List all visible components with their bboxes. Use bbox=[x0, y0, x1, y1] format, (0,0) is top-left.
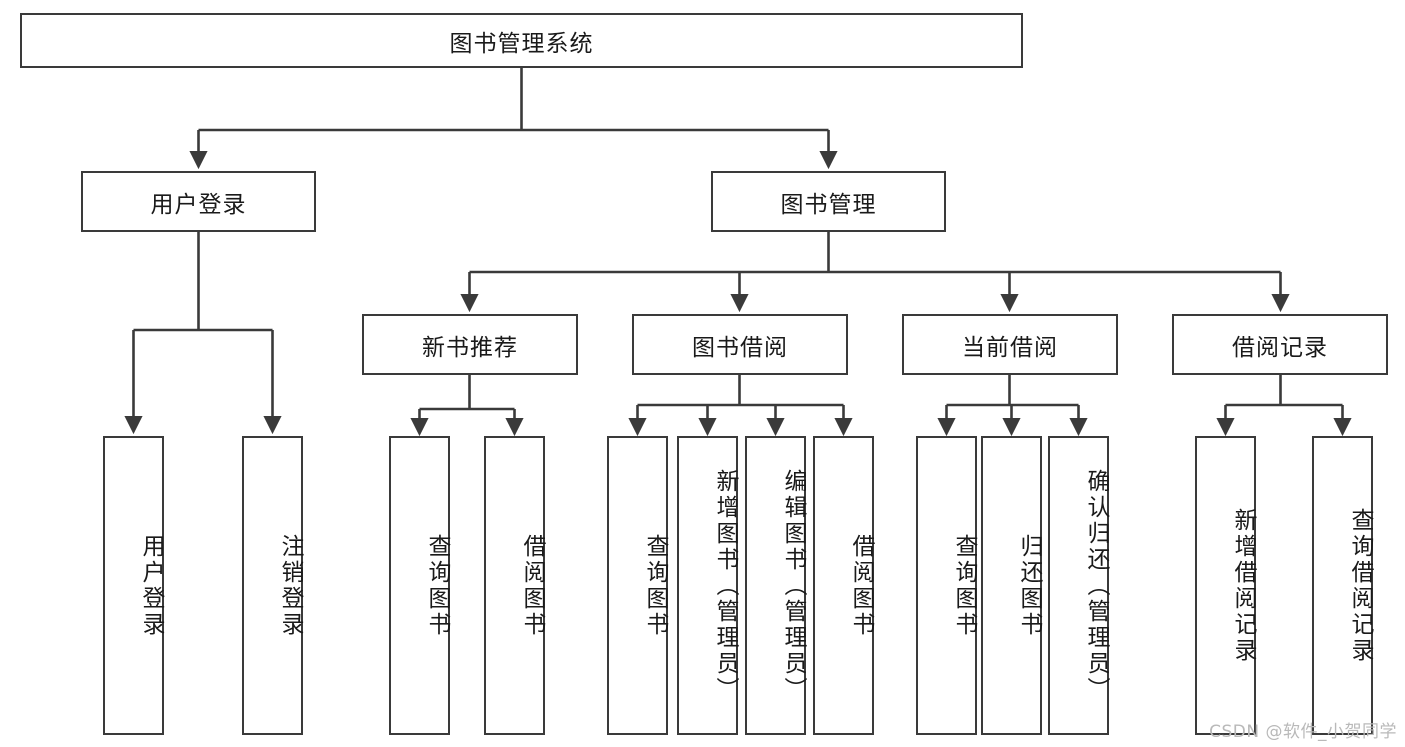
node-book-borrow[interactable]: 图书借阅 bbox=[632, 314, 848, 375]
node-root-label: 图书管理系统 bbox=[449, 30, 594, 57]
node-current-borrow-label: 当前借阅 bbox=[962, 334, 1058, 361]
node-leaf-add-book-label: 新增图书（管理员） bbox=[712, 468, 738, 703]
node-book-manage-label: 图书管理 bbox=[780, 191, 877, 218]
node-leaf-add-record-label: 新增借阅记录 bbox=[1230, 507, 1256, 664]
node-borrow-record-label: 借阅记录 bbox=[1232, 334, 1328, 361]
node-leaf-query-record-label: 查询借阅记录 bbox=[1347, 507, 1373, 664]
node-leaf-borrow-book-2[interactable]: 借阅图书 bbox=[813, 436, 874, 735]
node-leaf-query-record[interactable]: 查询借阅记录 bbox=[1312, 436, 1373, 735]
node-leaf-logout-label: 注销登录 bbox=[277, 533, 303, 638]
node-leaf-query-book-3[interactable]: 查询图书 bbox=[916, 436, 977, 735]
node-leaf-borrow-book-1[interactable]: 借阅图书 bbox=[484, 436, 545, 735]
node-user-login-label: 用户登录 bbox=[150, 191, 247, 218]
node-new-book-recommend-label: 新书推荐 bbox=[422, 334, 518, 361]
node-current-borrow[interactable]: 当前借阅 bbox=[902, 314, 1118, 375]
node-leaf-add-book[interactable]: 新增图书（管理员） bbox=[677, 436, 738, 735]
node-book-borrow-label: 图书借阅 bbox=[692, 334, 788, 361]
node-new-book-recommend[interactable]: 新书推荐 bbox=[362, 314, 578, 375]
node-leaf-query-book-1[interactable]: 查询图书 bbox=[389, 436, 450, 735]
node-leaf-logout[interactable]: 注销登录 bbox=[242, 436, 303, 735]
node-leaf-query-book-2[interactable]: 查询图书 bbox=[607, 436, 668, 735]
node-leaf-user-login[interactable]: 用户登录 bbox=[103, 436, 164, 735]
node-borrow-record[interactable]: 借阅记录 bbox=[1172, 314, 1388, 375]
node-leaf-user-login-label: 用户登录 bbox=[138, 533, 164, 638]
node-root[interactable]: 图书管理系统 bbox=[20, 13, 1023, 68]
node-leaf-return-book-label: 归还图书 bbox=[1016, 533, 1042, 638]
node-leaf-confirm-return-label: 确认归还（管理员） bbox=[1083, 468, 1109, 703]
node-leaf-edit-book[interactable]: 编辑图书（管理员） bbox=[745, 436, 806, 735]
node-leaf-add-record[interactable]: 新增借阅记录 bbox=[1195, 436, 1256, 735]
node-book-manage[interactable]: 图书管理 bbox=[711, 171, 946, 232]
node-leaf-edit-book-label: 编辑图书（管理员） bbox=[780, 468, 806, 703]
node-leaf-query-book-2-label: 查询图书 bbox=[642, 533, 668, 638]
node-leaf-return-book[interactable]: 归还图书 bbox=[981, 436, 1042, 735]
csdn-watermark: CSDN @软件_小贺同学 bbox=[1209, 722, 1397, 742]
node-leaf-query-book-3-label: 查询图书 bbox=[951, 533, 977, 638]
node-leaf-confirm-return[interactable]: 确认归还（管理员） bbox=[1048, 436, 1109, 735]
node-leaf-borrow-book-2-label: 借阅图书 bbox=[848, 533, 874, 638]
node-user-login[interactable]: 用户登录 bbox=[81, 171, 316, 232]
node-leaf-borrow-book-1-label: 借阅图书 bbox=[519, 533, 545, 638]
node-leaf-query-book-1-label: 查询图书 bbox=[424, 533, 450, 638]
